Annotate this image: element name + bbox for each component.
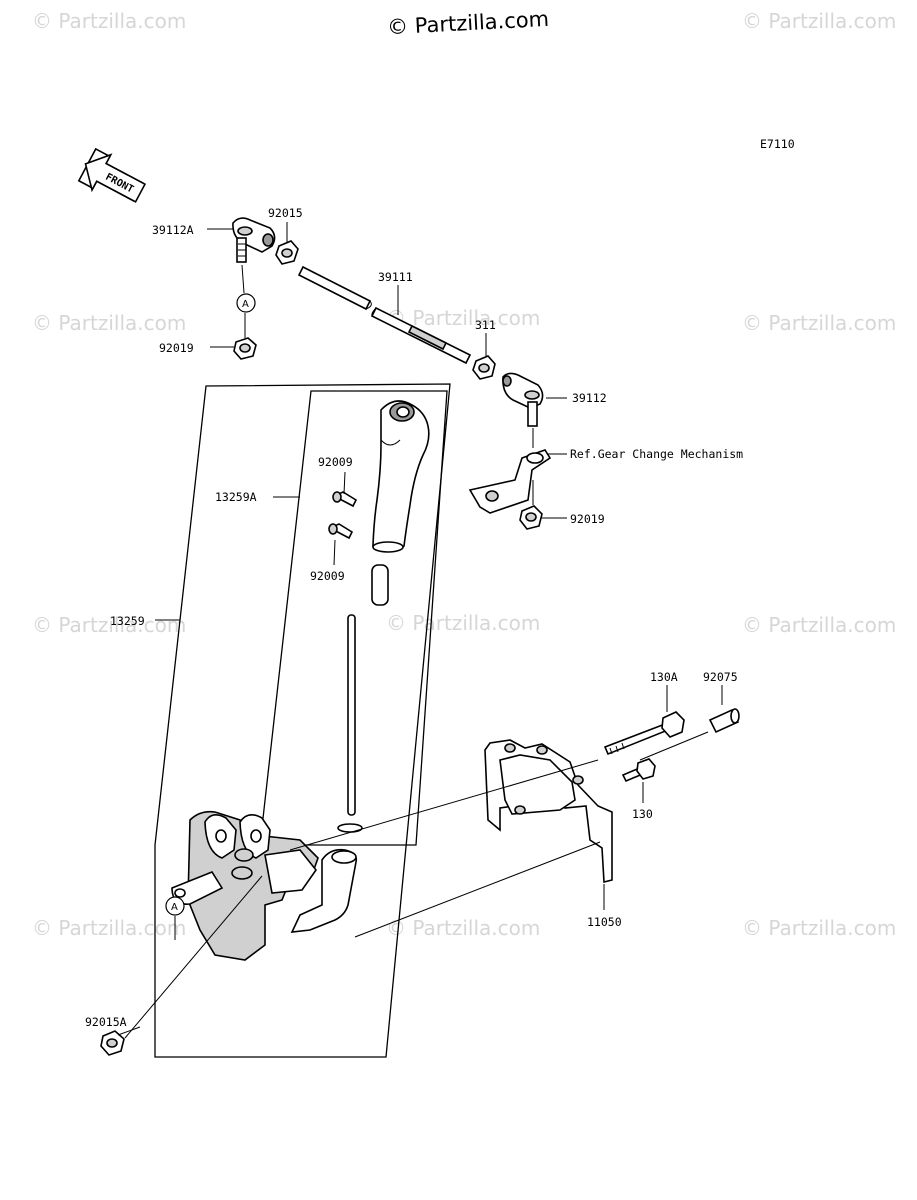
assembly-frame-13259A (259, 390, 448, 846)
rod-end-39112 (502, 372, 544, 427)
rod-end-39112A (232, 217, 276, 263)
callout-marker-a-bottom: A (165, 896, 185, 916)
label-92075: 92075 (703, 670, 738, 684)
label-92015A: 92015A (85, 1015, 127, 1029)
label-92019-left: 92019 (159, 341, 194, 355)
label-39112: 39112 (572, 391, 607, 405)
watermark-layer: © Partzilla.com © Partzilla.com © Partzi… (32, 9, 896, 940)
watermark: © Partzilla.com (742, 916, 896, 940)
label-92019-right: 92019 (570, 512, 605, 526)
figure-code: E7110 (760, 137, 795, 151)
knob-sleeve (371, 564, 389, 606)
watermark: © Partzilla.com (742, 311, 896, 335)
watermark: © Partzilla.com (742, 9, 896, 33)
part-labels: 39112A 92015 39111 92019 311 39112 Ref.G… (85, 206, 743, 1029)
nut-92019-right (519, 505, 543, 530)
front-arrow-icon: FRONT (77, 147, 147, 203)
bolt-130 (621, 758, 656, 783)
label-11050: 11050 (587, 915, 622, 929)
leader-lines (117, 222, 723, 1039)
watermark: © Partzilla.com (32, 311, 186, 335)
watermark: © Partzilla.com (386, 611, 540, 635)
rod-39111 (297, 265, 472, 365)
label-92009-bottom: 92009 (310, 569, 345, 583)
callout-marker-a-top: A (236, 293, 256, 313)
label-92009-top: 92009 (318, 455, 353, 469)
watermark: © Partzilla.com (32, 916, 186, 940)
shift-lever-base (171, 810, 358, 961)
watermark: © Partzilla.com (32, 9, 186, 33)
shift-knob (372, 400, 430, 553)
nut-92015A (100, 1030, 125, 1056)
shift-lever-bracket (468, 449, 552, 514)
watermark: © Partzilla.com (742, 613, 896, 637)
label-130: 130 (632, 807, 653, 821)
label-13259: 13259 (110, 614, 145, 628)
label-13259A: 13259A (215, 490, 257, 504)
label-130A: 130A (650, 670, 678, 684)
label-39111: 39111 (378, 270, 413, 284)
bolt-130A (603, 711, 685, 756)
label-39112A: 39112A (152, 223, 194, 237)
svg-text:A: A (171, 902, 178, 913)
watermark: © Partzilla.com (386, 916, 540, 940)
o-ring (337, 823, 363, 833)
screw-92009-top (332, 491, 358, 508)
svg-text:A: A (242, 299, 249, 310)
shift-rod (347, 614, 356, 816)
screw-92009-bottom (328, 523, 354, 540)
label-311: 311 (475, 318, 496, 332)
ref-gear-change-note: Ref.Gear Change Mechanism (570, 447, 743, 461)
bracket-11050 (484, 739, 613, 884)
nut-92019-left (233, 337, 257, 360)
assembly-frame-13259 (154, 383, 451, 1058)
collar-92075 (708, 708, 740, 734)
nut-311 (472, 355, 496, 380)
watermark: © Partzilla.com (32, 613, 186, 637)
nut-92015 (275, 240, 299, 265)
label-92015: 92015 (268, 206, 303, 220)
header-watermark: © Partzilla.com (387, 7, 550, 39)
